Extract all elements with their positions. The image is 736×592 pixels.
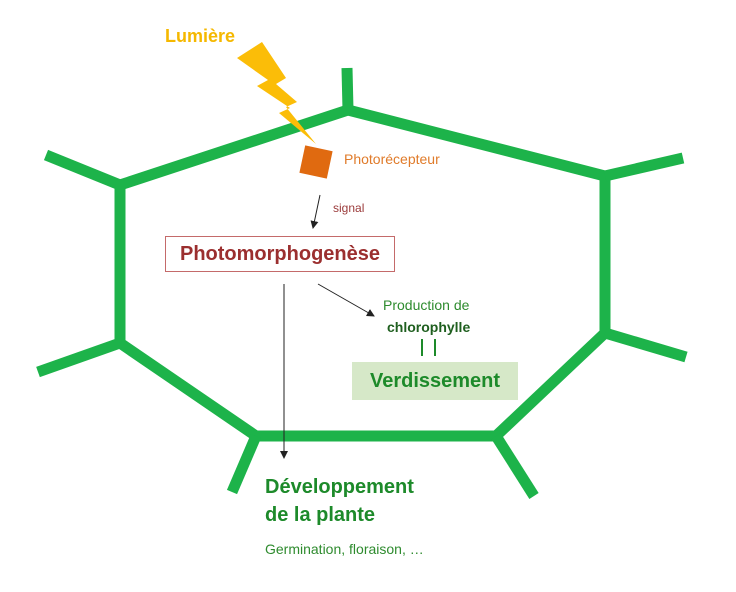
- light-label: Lumière: [165, 26, 236, 46]
- photoreceptor-square: [299, 145, 333, 179]
- signal-arrow: [310, 194, 321, 229]
- development-label-line2: de la plante: [265, 504, 376, 526]
- chlorophyll-arrow: [317, 283, 375, 317]
- lightning-bolt-icon: [237, 42, 316, 144]
- chlorophyll-label: chlorophylle: [387, 319, 471, 335]
- photomorphogenesis-box: Photomorphogenèse: [165, 236, 395, 272]
- photoreceptor-label: Photorécepteur: [344, 151, 440, 167]
- greening-label: Verdissement: [369, 369, 501, 392]
- development-label-line1: Développement: [265, 476, 414, 498]
- development-examples: Germination, floraison, …: [265, 541, 424, 557]
- equivalence-bars: [421, 339, 436, 356]
- greening-box: Verdissement: [352, 362, 518, 400]
- production-label: Production de: [383, 297, 470, 313]
- cell-wall: [114, 104, 611, 442]
- neighbour-cell-walls: [36, 67, 688, 499]
- signal-label: signal: [333, 201, 365, 215]
- photomorphogenesis-label: Photomorphogenèse: [179, 242, 380, 265]
